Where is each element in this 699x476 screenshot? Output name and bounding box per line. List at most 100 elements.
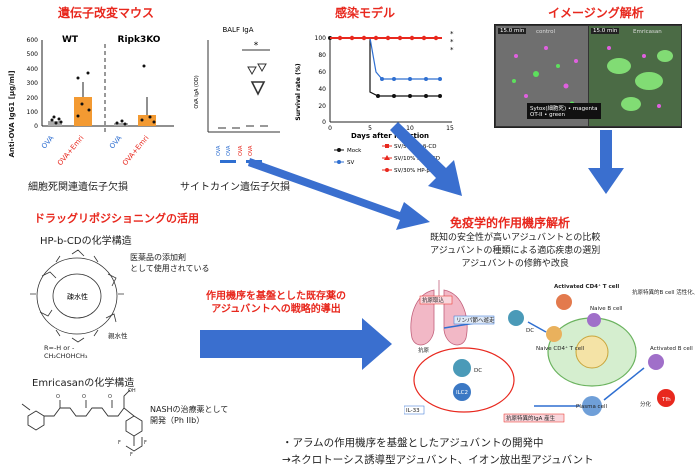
igg1-group-ripk3ko: Ripk3KO: [118, 35, 161, 45]
balf-iga-chart: BALF IgA OVA IgA (OD) * OVA OVA OVA OVA: [184, 22, 284, 172]
igg1-ytick: 200: [27, 95, 39, 102]
igg1-ytick: 100: [27, 109, 39, 116]
label-tfh: Tfh: [661, 397, 671, 403]
hpbcd-hydrophobic: 疎水性: [67, 292, 88, 301]
tfh-icon: [657, 389, 675, 407]
igg1-ytick: 300: [27, 80, 39, 87]
survival-xtick: 0: [328, 125, 332, 132]
svg-text:OVA: OVA: [216, 145, 222, 156]
imaging-legend-1: Sytox(細胞死) • magenta: [530, 106, 598, 112]
igg1-ytick: 600: [27, 37, 39, 44]
survival-mark: *: [450, 46, 454, 54]
survival-chart: Survival rate (%) 0 20 40 60 80 100 0 5 …: [290, 22, 470, 182]
imaging-scale-left: 15.0 min: [498, 28, 527, 34]
igg1-points: [50, 64, 156, 126]
drug-repositioning-title: ドラッグリポジショニングの活用: [34, 212, 199, 225]
mechanism-text: 既知の安全性が高いアジュバントとの比較 アジュバントの種類による適応疾患の選別 …: [430, 233, 601, 269]
arrow-infection-to-mechanism: [390, 122, 462, 196]
survival-svg: Survival rate (%) 0 20 40 60 80 100 0 5 …: [295, 30, 454, 174]
strategy-text: 作用機序を基盤とした既存薬の アジュバントへの戦略的導出: [206, 291, 346, 315]
igg1-chart: Anti-OVA IgG1 [μg/ml] 0 100 200 300 400 …: [4, 22, 184, 172]
legend-mock: Mock: [347, 148, 362, 154]
label-activated-b: Activated B cell: [650, 346, 693, 352]
igg1-group-wt: WT: [62, 35, 79, 45]
bottom-line2: →ネクロトーシス誘導型アジュバント、イオン放出型アジュバント: [282, 454, 594, 466]
label-antigen: 抗原: [418, 346, 430, 354]
lung-icon: [410, 280, 468, 346]
label-ilc2: ILC2: [456, 390, 468, 396]
svg-text:OVA: OVA: [226, 145, 232, 156]
imaging-panel: 15.0 min control 15.0 min Emricasan Syto…: [494, 24, 682, 128]
igg1-chart-svg: Anti-OVA IgG1 [μg/ml] 0 100 200 300 400 …: [8, 35, 174, 167]
hpbcd-structure: 疎水性: [22, 246, 132, 346]
imaging-scale-right: 15.0 min: [591, 28, 620, 34]
survival-xticks: 0 5 10 15: [328, 125, 454, 132]
balf-points: [218, 63, 268, 129]
balf-caption: サイトカイン遺伝子欠損: [180, 182, 290, 193]
dc-cell-icon-2: [453, 359, 471, 377]
igg1-ytick: 500: [27, 51, 39, 58]
hpbcd-hydrophilic: 親水性: [108, 332, 128, 340]
survival-yticks: 0 20 40 60 80 100: [315, 35, 327, 126]
survival-ytick: 0: [322, 119, 326, 126]
tissue-area: [413, 347, 515, 413]
survival-ytick: 40: [318, 86, 326, 93]
label-dc: DC: [526, 328, 534, 334]
legend-sv10: SV/10% HP-β-CD: [394, 156, 440, 162]
survival-xlabel: Days after infection: [351, 132, 429, 140]
legend-sv30: SV/30% HP-β-CD: [394, 168, 440, 174]
balf-title: BALF IgA: [222, 26, 253, 34]
svg-text:O: O: [56, 394, 60, 400]
emricasan-heading: Emricasanの化学構造: [32, 378, 135, 389]
legend-sv: SV: [347, 160, 354, 166]
activated-b-icon: [648, 354, 664, 370]
imaging-legend-2: OT-II • green: [530, 112, 566, 118]
label-dc2: DC: [474, 368, 482, 374]
survival-ytick: 20: [318, 103, 326, 110]
immune-diagram-svg: 抗原取込 リンパ節へ遊走 Activated CD4⁺ T cell Naive…: [403, 280, 699, 423]
label-plasma: Plasma cell: [576, 404, 607, 410]
survival-xtick: 5: [368, 125, 372, 132]
balf-significance: *: [254, 41, 259, 51]
naive-b-icon: [587, 313, 601, 327]
svg-text:F: F: [130, 452, 133, 458]
igg1-caption: 細胞死関連遺伝子欠損: [28, 182, 128, 193]
imaging-emricasan: 15.0 min Emricasan: [588, 25, 682, 127]
label-antigen-uptake: 抗原取込: [422, 296, 445, 304]
gene-mouse-title: 遺伝子改変マウス: [58, 6, 155, 20]
survival-mark: *: [450, 38, 454, 46]
label-antibody: 抗原特異的IgA 産生: [506, 414, 556, 422]
igg1-bar: [114, 123, 128, 126]
svg-text:F: F: [144, 440, 147, 446]
svg-text:F: F: [118, 440, 121, 446]
igg1-yticks: 0 100 200 300 400 500 600: [27, 37, 39, 130]
label-bspecific: 抗原特異的B cell 活性化、増殖: [632, 288, 696, 296]
imaging-label-control: control: [536, 29, 556, 35]
label-il33: IL-33: [406, 408, 420, 414]
svg-text:O: O: [108, 394, 112, 400]
immune-diagram: 抗原取込 リンパ節へ遊走 Activated CD4⁺ T cell Naive…: [403, 280, 699, 428]
infection-model-title: 感染モデル: [335, 6, 396, 20]
plasma-cell-icon: [582, 396, 602, 416]
ilc2-cell-icon: [453, 383, 471, 401]
hpbcd-rgroup: R=-H or - CH₂CHOHCH₃: [44, 344, 88, 360]
label-activated-t: Activated CD4⁺ T cell: [554, 283, 619, 290]
imaging-label-emricasan: Emricasan: [633, 29, 662, 35]
emricasan-note: NASHの治療薬として 開発（Ph IIb）: [150, 405, 229, 425]
survival-mark: *: [450, 30, 454, 38]
imaging-legend: Sytox(細胞死) • magenta OT-II • green: [527, 103, 601, 119]
mechanism-title: 免疫学的作用機序解析: [450, 216, 571, 230]
hpbcd-heading: HP-b-CDの化学構造: [40, 236, 132, 247]
dc-cell-icon: [500, 302, 532, 334]
igg1-ytick: 0: [34, 123, 38, 130]
imaging-title: イメージング解析: [548, 6, 644, 20]
svg-text:OVA: OVA: [238, 145, 244, 156]
svg-text:O: O: [82, 394, 86, 400]
activated-t-icon: [556, 294, 572, 310]
survival-marks: * * *: [450, 30, 454, 54]
label-naive-cd4: Naive CD4⁺ T cell: [536, 345, 585, 352]
arrow-strategy: [200, 318, 392, 370]
hpbcd-note: 医薬品の添加剤 として使用されている: [130, 253, 210, 273]
survival-ytick: 60: [318, 69, 326, 76]
